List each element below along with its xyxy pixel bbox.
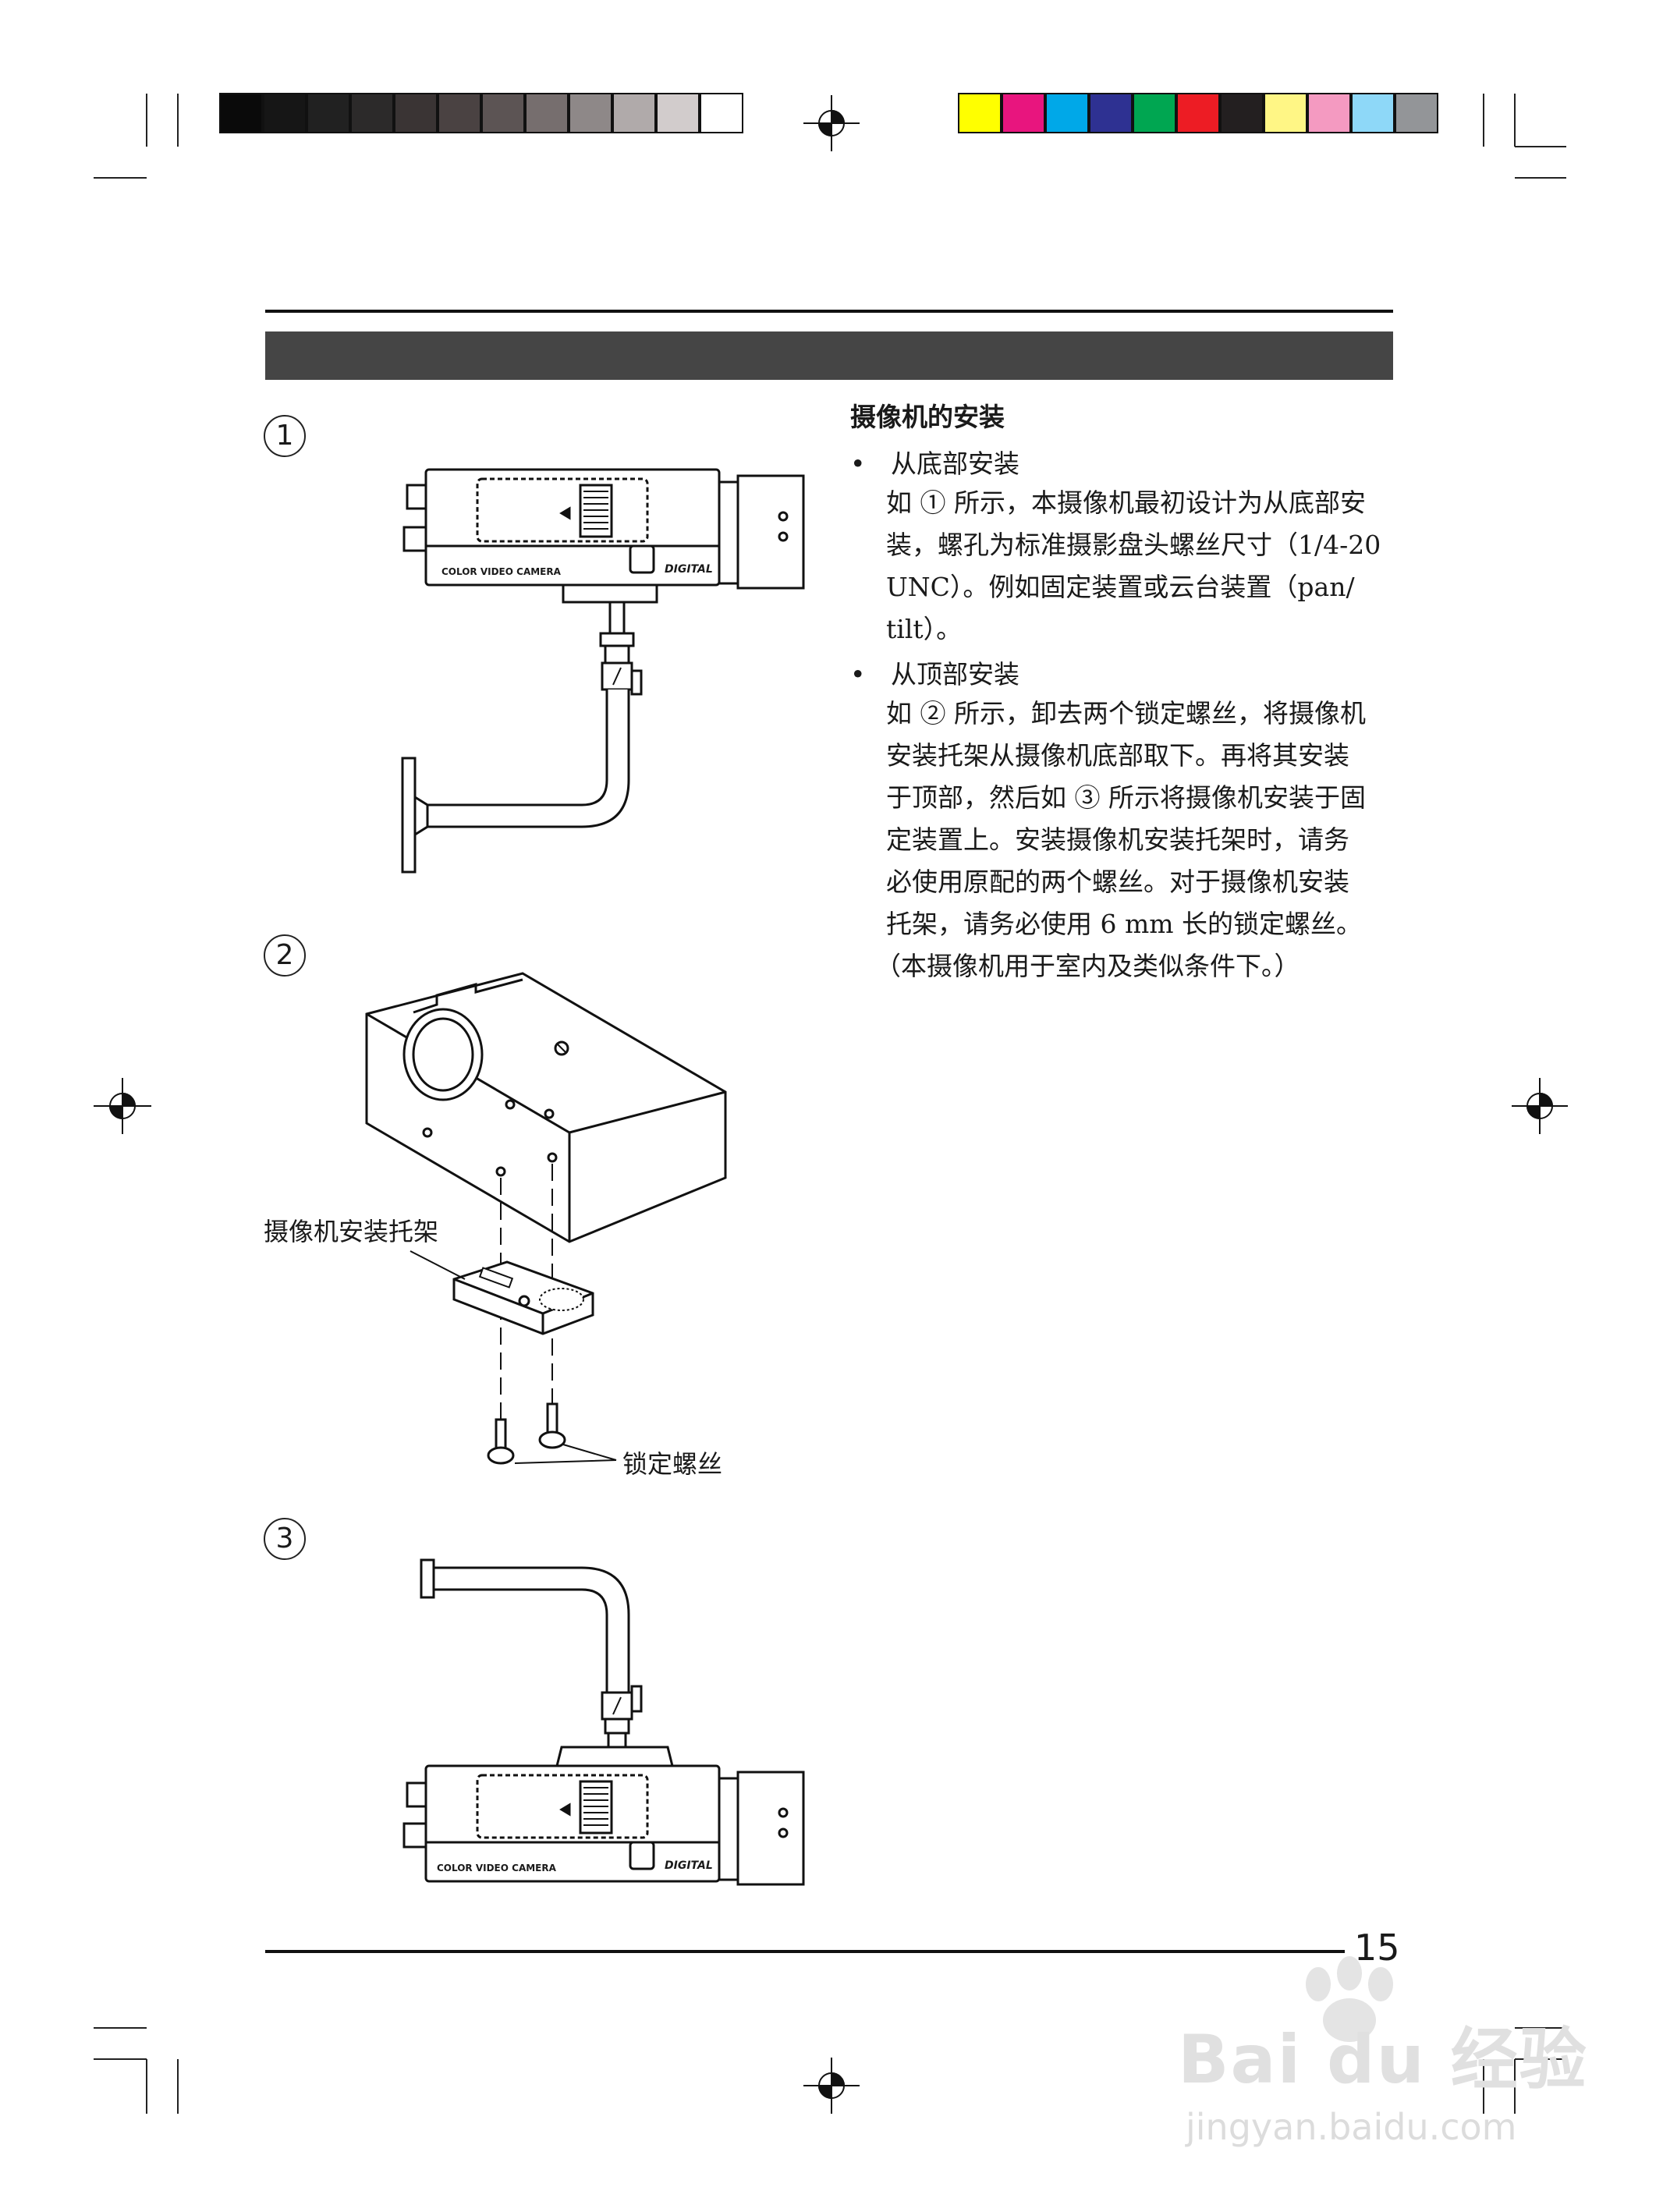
text-line: 如 ② 所示，卸去两个锁定螺丝，将摄像机: [886, 698, 1366, 728]
calibration-swatch: [1045, 93, 1089, 133]
registration-mark-bottom: [803, 2058, 860, 2114]
bullet-top-mount: • 从顶部安装: [850, 654, 1019, 691]
calibration-swatch: [481, 93, 525, 133]
bullet-bottom-mount-label: 从底部安装: [891, 448, 1019, 479]
calibration-swatch: [958, 93, 1002, 133]
figure-1-camera-bottom-mount: [401, 468, 805, 874]
text-line: tilt）。: [886, 614, 963, 644]
calibration-swatch: [700, 93, 743, 133]
calibration-swatch: [1264, 93, 1307, 133]
camera-label-fig3: COLOR VIDEO CAMERA: [437, 1863, 556, 1873]
calibration-swatch: [1133, 93, 1176, 133]
registration-mark-top: [803, 95, 860, 151]
calibration-swatch: [569, 93, 612, 133]
text-line: 托架，请务必使用 6 mm 长的锁定螺丝。: [886, 909, 1363, 939]
calibration-swatch: [307, 93, 350, 133]
brand-label-fig3: DIGITAL: [665, 1859, 713, 1872]
calibration-swatch: [263, 93, 307, 133]
text-line: UNC）。例如固定装置或云台装置（pan/: [886, 572, 1355, 602]
brand-label-fig1: DIGITAL: [665, 563, 713, 576]
bullet-top-mount-label: 从顶部安装: [891, 659, 1019, 689]
text-line: 于顶部，然后如 ③ 所示将摄像机安装于固: [886, 782, 1366, 813]
camera-label-fig1: COLOR VIDEO CAMERA: [441, 566, 561, 577]
bullet-bottom-mount: • 从底部安装: [850, 443, 1019, 480]
figure-2-number: 2: [264, 934, 306, 977]
crop-marks: [94, 94, 1566, 2114]
figure-3-camera-top-mount: [402, 1558, 805, 1886]
figure-2-bracket-removal: [365, 972, 727, 1465]
figure-1-number: 1: [264, 415, 306, 457]
calibration-swatch: [1002, 93, 1045, 133]
calibration-swatch: [1220, 93, 1264, 133]
text-line: 必使用原配的两个螺丝。对于摄像机安装: [886, 867, 1349, 897]
page-number: 15: [1354, 1927, 1400, 1969]
text-line: 定装置上。安装摄像机安装托架时，请务: [886, 824, 1349, 855]
calibration-swatch: [219, 93, 263, 133]
section-heading: 摄像机的安装: [850, 402, 1005, 432]
bracket-callout: 摄像机安装托架: [264, 1217, 439, 1246]
text-line: 装，螺孔为标准摄影盘头螺丝尺寸（1/4-20: [886, 530, 1381, 560]
figure-3-number: 3: [264, 1518, 306, 1560]
header-bar: [265, 331, 1393, 380]
text-line: 安装托架从摄像机底部取下。再将其安装: [886, 740, 1349, 771]
bullet-icon: •: [850, 448, 866, 479]
calibration-swatch: [1176, 93, 1220, 133]
registration-mark-right: [1512, 1078, 1568, 1134]
calibration-swatch: [612, 93, 656, 133]
paragraph-bottom-mount: 如 ① 所示，本摄像机最初设计为从底部安 装，螺孔为标准摄影盘头螺丝尺寸（1/4…: [886, 482, 1393, 650]
screw-callout: 锁定螺丝: [622, 1449, 723, 1479]
registration-mark-left: [94, 1078, 151, 1134]
calibration-swatch: [1351, 93, 1395, 133]
text-line: （本摄像机用于室内及类似条件下。）: [875, 951, 1300, 981]
calibration-swatch: [394, 93, 438, 133]
watermark-url: jingyan.baidu.com: [1186, 2106, 1517, 2148]
header-rule: [265, 310, 1393, 313]
calibration-swatch: [350, 93, 394, 133]
calibration-swatch: [438, 93, 481, 133]
calibration-swatch: [656, 93, 700, 133]
bullet-icon: •: [850, 659, 866, 689]
text-line: 如 ① 所示，本摄像机最初设计为从底部安: [886, 487, 1366, 518]
baidu-paw-watermark: [1306, 1956, 1393, 2042]
watermark-logo: Bai du 经验: [1178, 2021, 1588, 2099]
calibration-swatch: [1395, 93, 1438, 133]
calibration-swatch: [1307, 93, 1351, 133]
calibration-swatch: [1089, 93, 1133, 133]
paragraph-top-mount: 如 ② 所示，卸去两个锁定螺丝，将摄像机 安装托架从摄像机底部取下。再将其安装 …: [875, 693, 1393, 987]
calibration-swatch: [525, 93, 569, 133]
